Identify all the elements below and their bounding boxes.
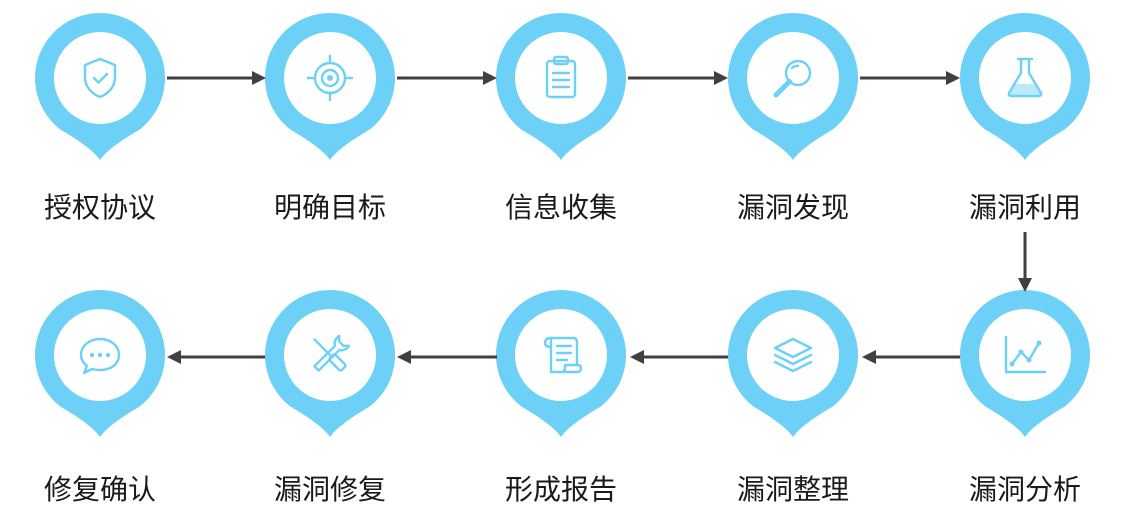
magnifier-icon bbox=[773, 59, 812, 98]
step-6-label: 漏洞分析 bbox=[969, 473, 1081, 506]
arrow-9-to-10 bbox=[167, 350, 265, 364]
step-9-pin bbox=[265, 290, 395, 437]
arrow-8-to-9 bbox=[397, 350, 497, 364]
arrow-7-to-8 bbox=[630, 350, 728, 364]
line-chart-icon bbox=[1004, 335, 1047, 374]
step-5-label: 漏洞利用 bbox=[969, 191, 1081, 224]
step-2-label: 明确目标 bbox=[274, 191, 386, 224]
arrow-4-to-5 bbox=[860, 71, 960, 85]
arrow-5-to-6 bbox=[1018, 232, 1032, 292]
step-6-pin bbox=[960, 290, 1090, 437]
arrow-6-to-7 bbox=[862, 350, 960, 364]
step-5-pin bbox=[960, 13, 1090, 160]
arrow-3-to-4 bbox=[628, 71, 728, 85]
shield-check-icon bbox=[83, 57, 117, 99]
step-7-pin bbox=[728, 290, 858, 437]
step-7-label: 漏洞整理 bbox=[737, 473, 849, 506]
arrow-2-to-3 bbox=[397, 71, 497, 85]
step-2-pin bbox=[265, 13, 395, 160]
step-3-pin bbox=[496, 13, 626, 160]
step-4-pin bbox=[728, 13, 858, 160]
scroll-document-icon bbox=[543, 336, 583, 374]
layers-icon bbox=[773, 337, 813, 373]
step-9-label: 漏洞修复 bbox=[274, 473, 386, 506]
step-8-label: 形成报告 bbox=[505, 473, 617, 506]
target-icon bbox=[306, 54, 354, 102]
step-10-pin bbox=[35, 290, 165, 437]
step-10-label: 修复确认 bbox=[44, 473, 156, 506]
arrow-1-to-2 bbox=[167, 71, 266, 85]
step-8-pin bbox=[496, 290, 626, 437]
step-3-label: 信息收集 bbox=[505, 191, 617, 224]
chat-bubble-icon bbox=[79, 337, 121, 375]
clipboard-icon bbox=[545, 55, 577, 99]
step-1-pin bbox=[35, 13, 165, 160]
step-1-label: 授权协议 bbox=[44, 191, 156, 224]
step-4-label: 漏洞发现 bbox=[737, 191, 849, 224]
flask-icon bbox=[1007, 57, 1043, 98]
tools-icon bbox=[313, 334, 351, 372]
